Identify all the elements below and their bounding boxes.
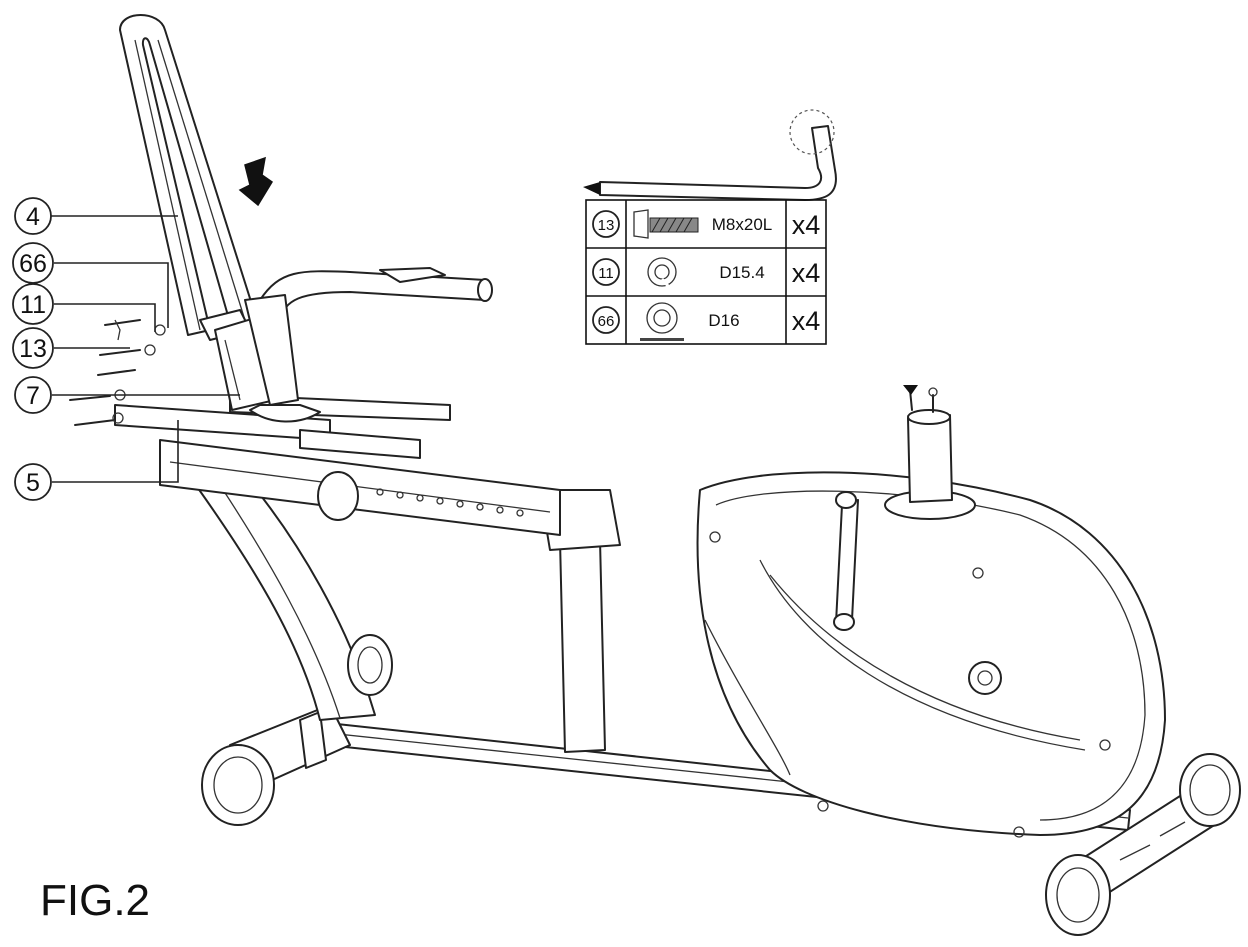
hardware-table: 13 M8x20L x4 11 D15.4 x4 66 [585,199,827,345]
svg-text:4: 4 [26,203,40,231]
flywheel-shroud [696,471,1166,838]
table-quantity: x4 [792,258,821,288]
side-handlebar [259,267,493,321]
seat-rail [159,439,561,536]
rear-stabilizer [201,704,351,826]
svg-text:11: 11 [20,291,46,319]
table-quantity: x4 [792,210,821,240]
mounting-bracket-part-7 [214,294,299,411]
spring-washer-icon [647,257,677,287]
bike-illustration [69,14,1241,936]
svg-text:66: 66 [19,250,47,278]
adjustment-holes [376,488,524,517]
console-mast [884,385,976,520]
table-part-number: 66 [598,313,615,330]
table-part-number: 13 [598,217,615,234]
flat-washer-icon [640,302,684,341]
side-knob [347,634,393,696]
table-part-number: 11 [598,265,614,282]
front-stabilizer [1045,753,1241,936]
backrest-frame-part-4 [119,14,261,341]
svg-text:7: 7 [26,382,40,410]
table-quantity: x4 [792,306,821,336]
table-row: 13 M8x20L x4 [592,209,821,240]
callout-66: 66 [12,242,169,328]
allen-wrench-screwdriver-icon [583,109,837,201]
crank-arm [833,491,859,631]
bolt-icon [633,209,699,239]
table-size: D15.4 [719,263,764,282]
svg-text:5: 5 [26,469,40,497]
svg-text:13: 13 [19,335,47,363]
table-row: 11 D15.4 x4 [592,257,821,288]
callout-13: 13 [12,327,130,369]
direction-arrow-icon [238,156,274,207]
table-row: 66 D16 x4 [592,302,821,341]
table-size: D16 [708,311,739,330]
figure-label: FIG.2 [40,876,150,925]
callout-11: 11 [12,283,156,332]
callouts: 4 66 11 13 7 5 [12,197,240,501]
table-size: M8x20L [712,215,772,234]
callout-4: 4 [14,197,178,235]
main-curved-tube [184,469,376,721]
callout-7: 7 [14,376,240,414]
callout-5: 5 [14,420,179,501]
